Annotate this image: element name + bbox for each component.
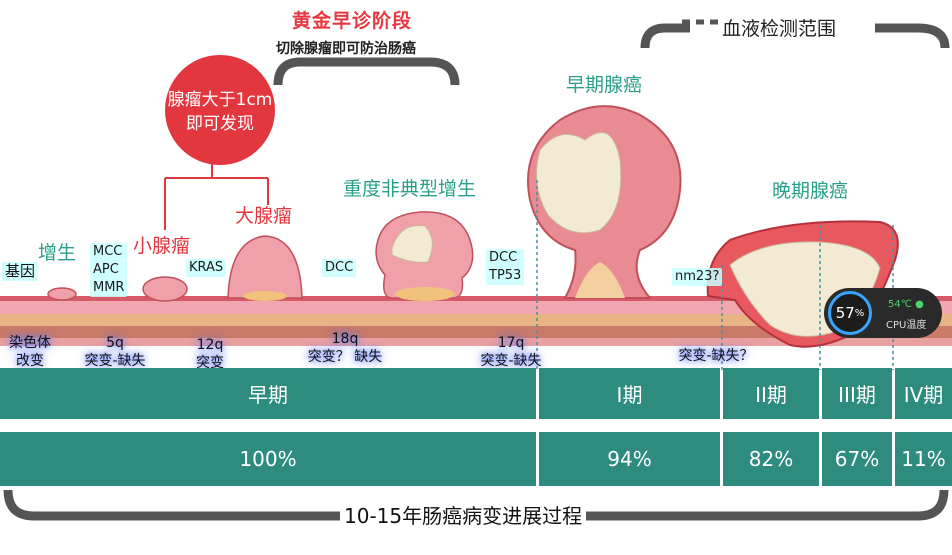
stage-large-adenoma: 大腺瘤 xyxy=(235,205,293,227)
cpu-usage-gauge: 57% xyxy=(828,291,872,335)
early-cancer-stalk xyxy=(575,262,625,298)
stage-late-cancer: 晚期腺癌 xyxy=(772,180,849,202)
chrom-18q-change: 突变？ 缺失 xyxy=(307,349,383,365)
chrom-5q: 5q 突变-缺失 xyxy=(70,334,160,370)
early-cancer-lesion xyxy=(535,131,622,234)
chrom-change: 染色体 改变 xyxy=(0,334,60,370)
chrom-18q-label: 18q xyxy=(331,331,359,347)
blood-range-bracket-left xyxy=(640,23,690,49)
flame-icon: ● xyxy=(915,299,924,310)
gene-apc: APC xyxy=(90,261,128,279)
stage-hyperplasia: 增生 xyxy=(38,242,77,264)
cpu-temp-value: 54℃ ● xyxy=(888,299,924,310)
chrom-12q-label: 12q xyxy=(196,337,224,353)
chrom-5q-label: 5q xyxy=(106,335,124,351)
rate-cell-4: 11% xyxy=(895,432,952,486)
gene-kras: KRAS xyxy=(186,259,227,277)
blood-range-bracket-right xyxy=(875,23,950,49)
mucosa-layer xyxy=(0,300,952,314)
chrom-change-line-2: 改变 xyxy=(16,353,44,369)
muscle-layer xyxy=(0,326,952,338)
cpu-temp-label: CPU温度 xyxy=(886,320,927,331)
serosa-layer xyxy=(0,338,952,346)
callout-line-1: 腺瘤大于1cm xyxy=(167,90,273,110)
small-adenoma-polyp xyxy=(142,276,188,302)
chrom-17q: 17q 突变-缺失 xyxy=(465,334,557,370)
rate-cell-early: 100% xyxy=(0,432,536,486)
rate-cell-3: 67% xyxy=(822,432,892,486)
large-adenoma-base xyxy=(243,291,287,301)
golden-stage-title: 黄金早诊阶段 xyxy=(292,10,413,32)
stage-dysplasia: 重度非典型增生 xyxy=(343,178,477,200)
stage-cell-4: IV期 xyxy=(895,368,952,419)
chrom-12q: 12q 突变 xyxy=(180,336,240,372)
stage-small-adenoma: 小腺瘤 xyxy=(133,235,191,257)
cpu-temp-text: 54℃ xyxy=(888,299,912,310)
chrom-late: 突变-缺失？ xyxy=(678,348,754,364)
stage-early-cancer: 早期腺癌 xyxy=(566,74,643,96)
gene-stack-mcc-apc-mmr: MCC APC MMR xyxy=(90,243,128,297)
chrom-17q-label: 17q xyxy=(497,335,525,351)
chrom-change-line-1: 染色体 xyxy=(9,335,51,351)
gene-stack-dcc-tp53: DCC TP53 xyxy=(486,249,525,285)
gene-mmr: MMR xyxy=(90,279,128,297)
callout-circle xyxy=(165,55,275,165)
cpu-monitor-widget[interactable]: 57% 54℃ ● CPU温度 xyxy=(824,288,942,338)
dysplasia-lesion xyxy=(391,224,433,263)
chrom-12q-change: 突变 xyxy=(196,355,224,371)
gene-label: 基因 xyxy=(2,262,39,281)
golden-stage-subtitle: 切除腺瘤即可防治肠癌 xyxy=(276,41,416,57)
cpu-usage-value: 57 xyxy=(835,304,855,322)
rate-cell-1: 94% xyxy=(539,432,720,486)
submucosa-layer xyxy=(0,314,952,326)
callout-connector xyxy=(164,158,269,230)
gene-tp53: TP53 xyxy=(486,267,525,285)
chrom-18q: 18q 突变？ 缺失 xyxy=(290,330,400,366)
rate-cell-2: 82% xyxy=(723,432,819,486)
cpu-usage-unit: % xyxy=(854,307,865,319)
large-adenoma-polyp xyxy=(227,235,303,299)
chrom-5q-change: 突变-缺失 xyxy=(84,353,146,369)
hyperplasia-bump xyxy=(47,287,77,301)
gene-nm23: nm23? xyxy=(672,268,723,286)
stage-cell-1: I期 xyxy=(539,368,720,419)
blood-range-label: 血液检测范围 xyxy=(722,18,837,40)
chrom-17q-change: 突变-缺失 xyxy=(480,353,542,369)
stage-cell-2: II期 xyxy=(723,368,819,419)
progression-title: 10-15年肠癌病变进展过程 xyxy=(340,500,587,529)
dysplasia-base xyxy=(395,287,455,301)
stage-cell-early: 早期 xyxy=(0,368,536,419)
gene-dcc-2: DCC xyxy=(486,249,525,267)
stage-cell-3: III期 xyxy=(822,368,892,419)
gene-dcc-1: DCC xyxy=(322,259,357,277)
callout-line-2: 即可发现 xyxy=(186,114,254,134)
golden-stage-bracket xyxy=(273,57,460,86)
gene-mcc: MCC xyxy=(90,243,128,261)
epithelium-line xyxy=(0,296,952,301)
callout-text: 腺瘤大于1cm 即可发现 xyxy=(145,88,295,136)
